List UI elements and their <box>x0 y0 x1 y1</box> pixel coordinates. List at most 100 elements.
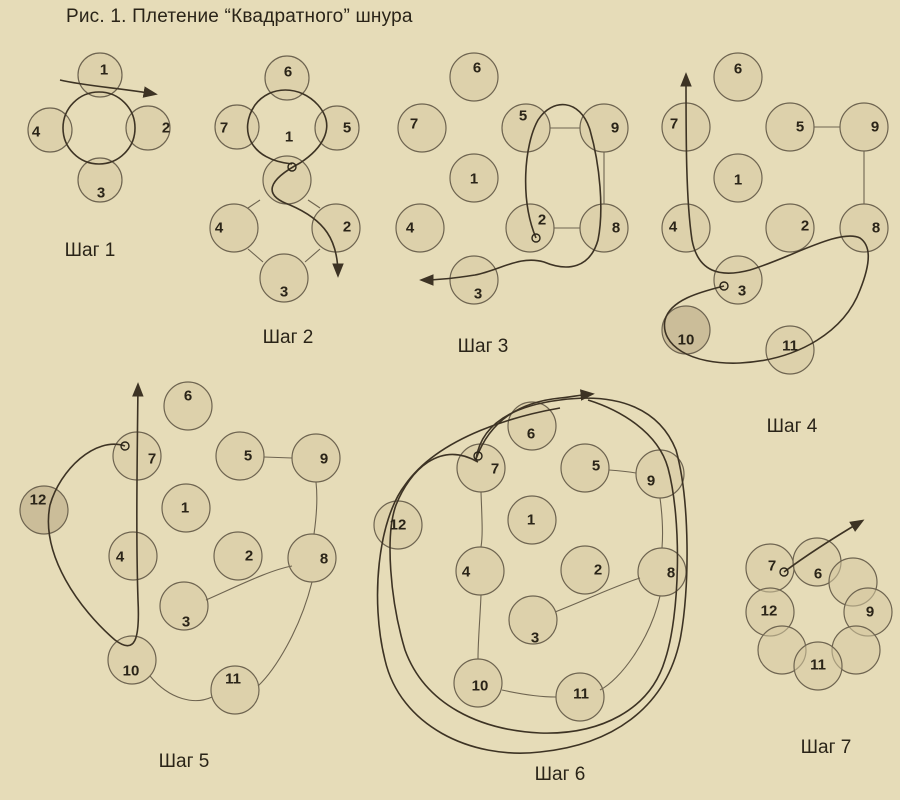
bead-number: 7 <box>670 116 678 133</box>
thread-path <box>389 399 679 734</box>
thread-path <box>246 89 344 278</box>
thread-arrow <box>475 389 595 460</box>
bead <box>508 595 558 645</box>
bead-number: 2 <box>594 562 602 579</box>
bead-number: 6 <box>473 60 481 77</box>
bead <box>77 52 123 98</box>
bead-number: 6 <box>184 388 192 405</box>
bead-number: 4 <box>32 124 41 141</box>
bead <box>507 401 557 451</box>
bead-number: 6 <box>814 566 822 583</box>
knot-mark <box>473 451 483 461</box>
bead <box>560 545 610 595</box>
bead-number: 10 <box>123 663 140 680</box>
bead-number: 6 <box>734 61 742 78</box>
bead-number: 8 <box>320 551 328 568</box>
bead-number: 1 <box>470 171 478 188</box>
bead-number: 9 <box>871 119 879 136</box>
bead-tie <box>205 565 293 601</box>
bead-tie <box>480 491 483 548</box>
bead <box>637 547 687 597</box>
bead-number: 3 <box>738 283 746 300</box>
bead-tie <box>608 469 637 474</box>
bead <box>311 203 361 253</box>
thread-path <box>663 72 870 364</box>
bead <box>264 55 310 101</box>
bead-number: 8 <box>872 220 880 237</box>
bead <box>107 635 157 685</box>
bead-number: 1 <box>181 500 189 517</box>
bead-number: 5 <box>343 120 351 137</box>
bead-number: 12 <box>30 492 47 509</box>
bead <box>449 255 499 305</box>
thread-ring <box>62 91 136 165</box>
step-label: Шаг 1 <box>65 240 116 261</box>
bead-number: 5 <box>592 458 600 475</box>
bead <box>209 203 259 253</box>
bead <box>395 203 445 253</box>
bead-number: 3 <box>97 185 105 202</box>
bead-number: 6 <box>284 64 292 81</box>
step-label: Шаг 3 <box>458 336 509 357</box>
bead <box>125 105 171 151</box>
bead-number: 2 <box>538 212 546 229</box>
bead-number: 5 <box>244 448 252 465</box>
bead-number: 7 <box>220 120 228 137</box>
bead <box>215 431 265 481</box>
bead <box>19 485 69 535</box>
bead <box>579 103 629 153</box>
bead-tie <box>599 595 661 691</box>
bead <box>210 665 260 715</box>
bead-number: 4 <box>116 549 125 566</box>
bead-number: 10 <box>678 332 695 349</box>
bead <box>507 495 557 545</box>
bead-number: 10 <box>472 678 489 695</box>
bead-number: 7 <box>410 116 418 133</box>
bead <box>159 581 209 631</box>
step-4: 6 7 5 9 1 4 2 8 3 10 11 Шаг 4 <box>661 52 889 437</box>
step-2: 6 7 1 5 4 2 3 Шаг 2 <box>209 55 361 348</box>
bead-number: 4 <box>406 220 415 237</box>
knot-mark <box>531 233 541 243</box>
bead <box>455 546 505 596</box>
bead-number: 2 <box>245 548 253 565</box>
bead-number: 8 <box>612 220 620 237</box>
knot-mark <box>287 162 297 172</box>
step-3: 6 7 5 9 1 4 2 8 3 Шаг 3 <box>395 52 629 357</box>
step-5: 6 7 5 9 12 1 4 2 8 3 10 11 Шаг 5 <box>19 381 341 772</box>
bead-number: 3 <box>531 630 539 647</box>
figure-title: Рис. 1. Плетение “Квадратного” шнура <box>66 6 413 27</box>
bead <box>713 52 763 102</box>
knot-mark <box>779 567 789 577</box>
bead <box>449 153 499 203</box>
bead-number: 6 <box>527 426 535 443</box>
step-7: 7 6 12 9 11 Шаг 7 <box>745 519 893 758</box>
bead-number: 3 <box>182 614 190 631</box>
bead <box>505 203 555 253</box>
bead-number: 9 <box>866 604 874 621</box>
bead-number: 2 <box>162 120 170 137</box>
bead-tie <box>313 481 318 535</box>
bead-tie <box>659 497 664 549</box>
bead-number: 1 <box>734 172 742 189</box>
bead <box>108 531 158 581</box>
bead-number: 4 <box>215 220 224 237</box>
bead-number: 9 <box>647 473 655 490</box>
bead <box>839 203 889 253</box>
bead-tie <box>554 577 641 613</box>
bead-number: 11 <box>782 338 798 355</box>
bead-number: 9 <box>320 451 328 468</box>
bead <box>213 531 263 581</box>
knot-mark <box>719 281 729 291</box>
bead-tie <box>149 675 213 701</box>
bead <box>397 103 447 153</box>
bead <box>713 153 763 203</box>
bead <box>161 483 211 533</box>
bead <box>214 104 260 150</box>
bead <box>713 255 763 305</box>
step-6: 6 7 5 9 12 1 4 2 8 3 10 11 Шаг 6 <box>373 389 688 785</box>
bead-number: 12 <box>390 517 407 534</box>
step-label: Шаг 5 <box>159 751 210 772</box>
bead <box>449 52 499 102</box>
